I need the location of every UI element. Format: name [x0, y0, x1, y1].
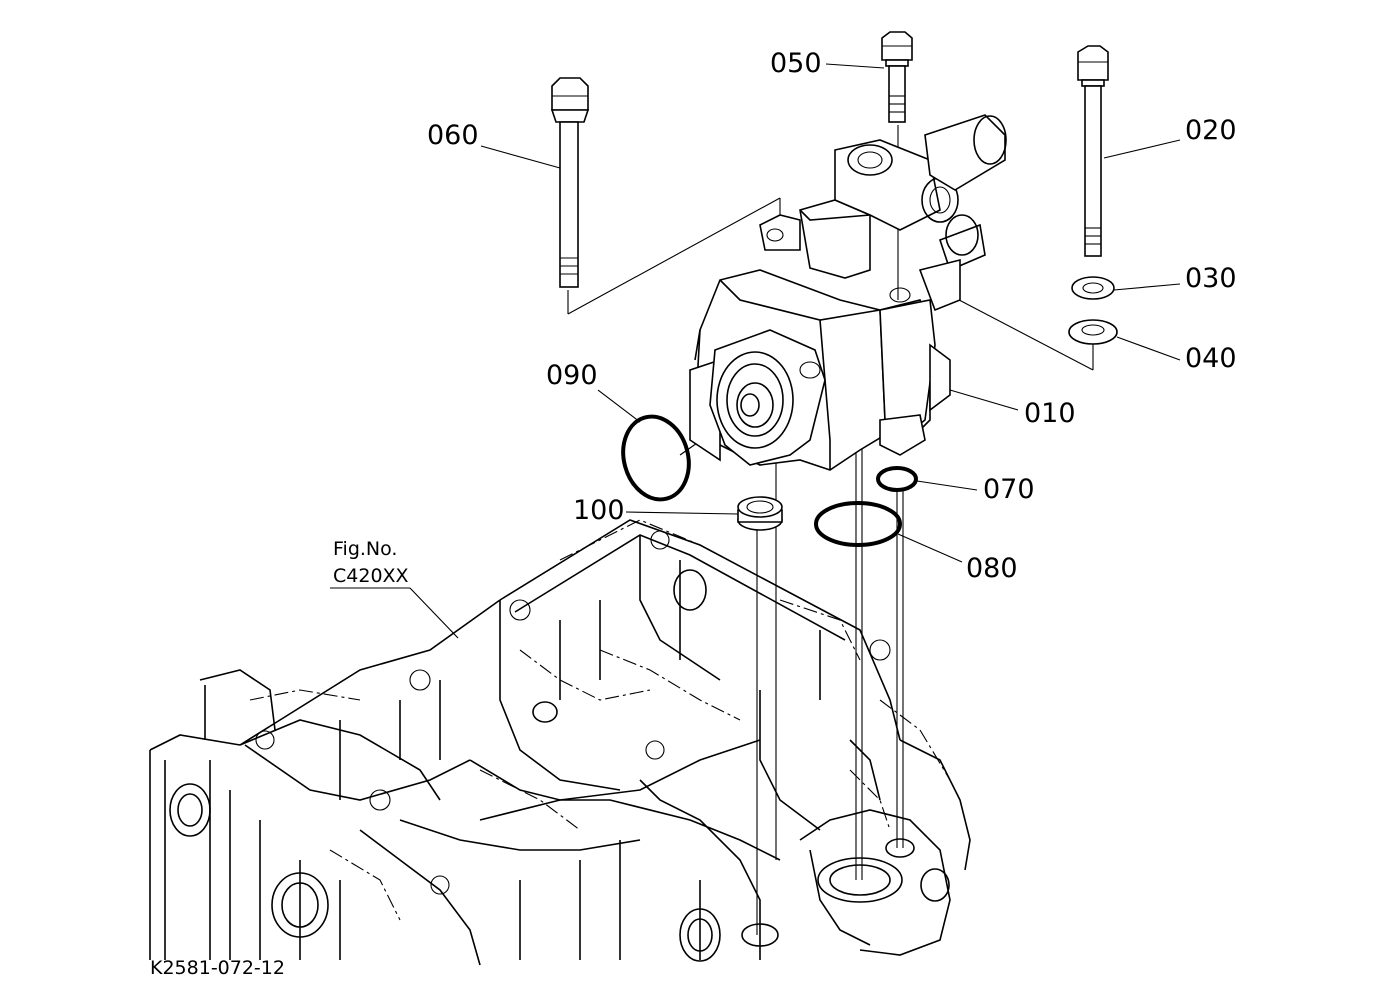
fig-ref-line2: C420XX — [333, 565, 409, 587]
o-ring-070 — [876, 466, 918, 492]
hydraulic-pump-body — [689, 114, 1007, 471]
part-labels: 050 060 020 030 040 010 090 100 070 080 — [427, 48, 1237, 584]
transmission-case — [149, 519, 971, 966]
label-060: 060 — [427, 120, 479, 151]
label-080: 080 — [966, 553, 1018, 584]
o-ring-090 — [621, 414, 691, 502]
figure-reference: Fig.No. C420XX — [333, 538, 409, 587]
collar-100 — [737, 496, 783, 531]
label-050: 050 — [770, 48, 822, 79]
spring-washer-030 — [1071, 276, 1115, 300]
plain-washer-040 — [1068, 319, 1118, 345]
drawing-number: K2581-072-12 — [150, 957, 285, 979]
bolt-060 — [550, 77, 590, 288]
bolt-020 — [1077, 45, 1109, 257]
fig-ref-line1: Fig.No. — [333, 538, 397, 560]
label-020: 020 — [1185, 115, 1237, 146]
label-030: 030 — [1185, 263, 1237, 294]
label-070: 070 — [983, 474, 1035, 505]
label-100: 100 — [573, 495, 625, 526]
o-ring-080 — [814, 501, 902, 547]
label-010: 010 — [1024, 398, 1076, 429]
label-090: 090 — [546, 360, 598, 391]
leader-lines — [330, 63, 1181, 639]
bolt-050 — [881, 31, 913, 123]
label-040: 040 — [1185, 343, 1237, 374]
